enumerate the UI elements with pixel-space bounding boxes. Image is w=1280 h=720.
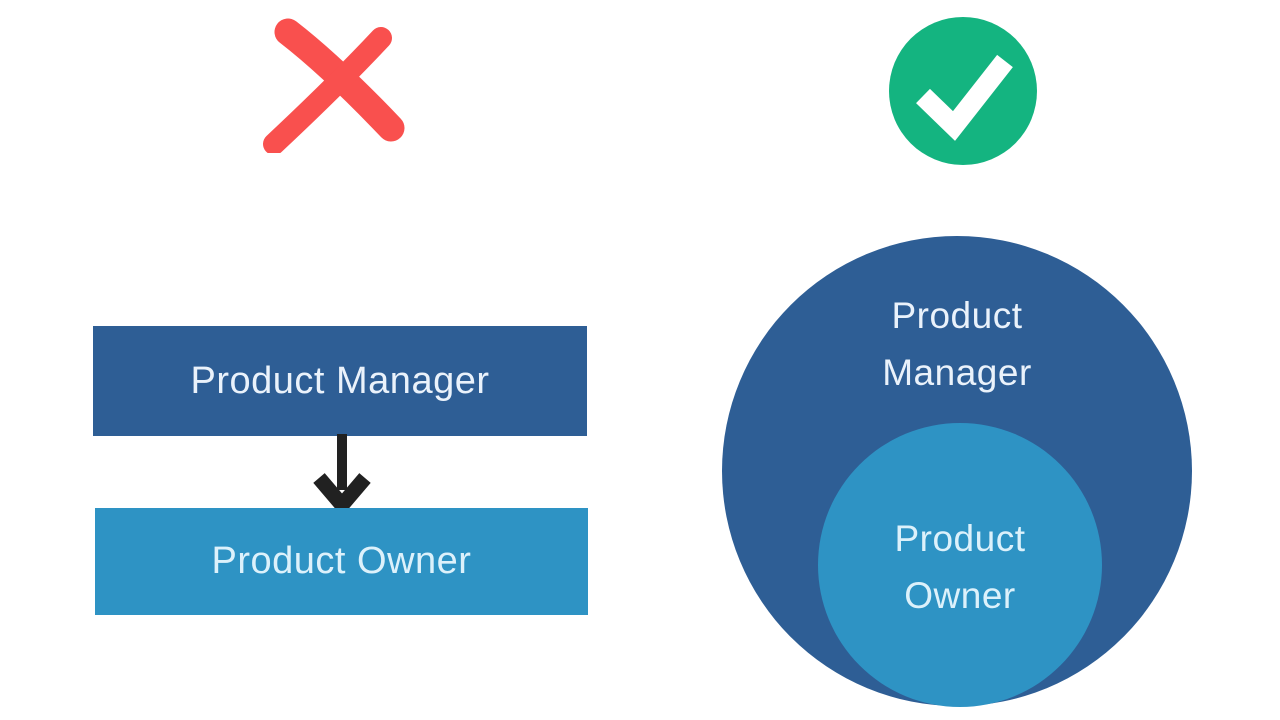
product-manager-box-label: Product Manager [190,359,490,402]
product-owner-circle-label: Product Owner [894,518,1026,616]
product-owner-box-label: Product Owner [211,540,472,582]
check-mark-tick [916,54,1013,141]
x-mark-stroke-2 [263,27,392,153]
check-mark-circle [889,17,1037,165]
down-arrow-head [313,473,371,510]
product-owner-box: Product Owner [95,508,588,615]
down-arrow-icon [313,434,371,510]
product-owner-circle [818,423,1102,707]
product-manager-circle-label: Product Manager [882,295,1032,393]
x-mark-icon [263,18,405,153]
check-mark-icon [889,17,1037,165]
product-manager-box: Product Manager [93,326,587,436]
